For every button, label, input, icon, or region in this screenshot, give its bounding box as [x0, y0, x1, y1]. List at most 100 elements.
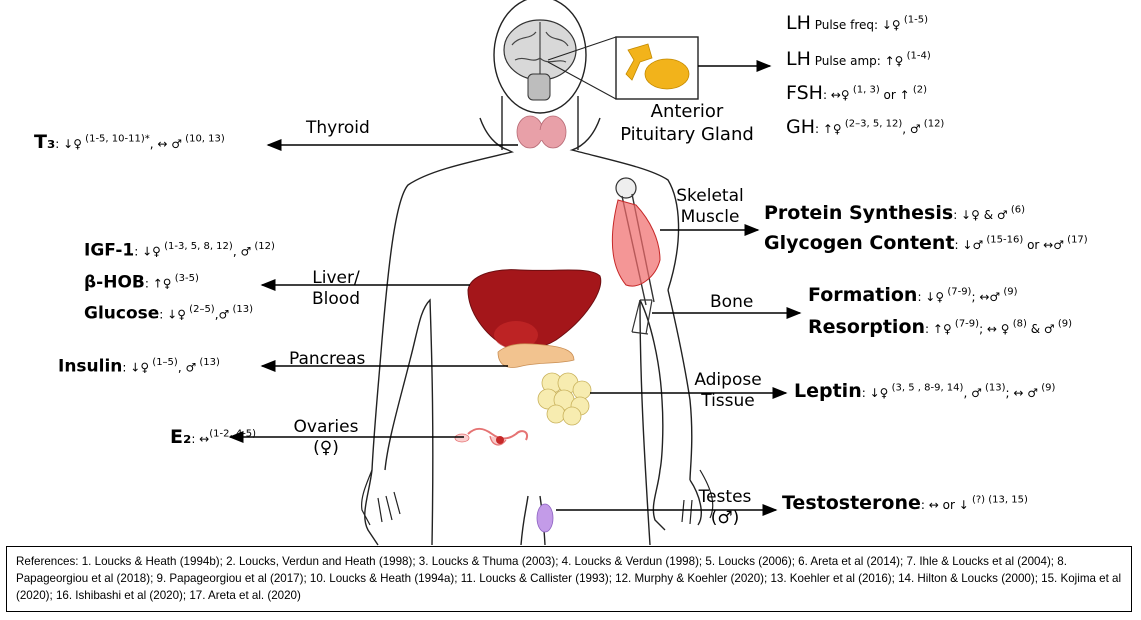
organ-label-pancreas: Pancreas — [289, 349, 365, 370]
hormone-effect: : ↓♀ — [159, 307, 186, 321]
hormone-effect: & ♂ — [1027, 322, 1055, 336]
organ-label-pituitary: Anterior Pituitary Gland — [602, 101, 772, 146]
muscle-icon — [612, 200, 660, 286]
hormone-refs: (9) — [1055, 319, 1072, 330]
hormone-lh-amp: LH Pulse amp: ↑♀ (1-4) — [786, 50, 931, 69]
hormone-effect: ; ↔♂ — [971, 290, 1000, 304]
hormone-refs: (12) — [251, 241, 275, 252]
hormone-bhob: β-HOB: ↑♀ (3-5) — [84, 274, 199, 291]
hormone-refs: (1, 3) — [850, 85, 880, 96]
hormone-effect: : ↑♀ — [815, 122, 842, 136]
hormone-name: LH — [786, 48, 811, 70]
hormone-refs: (13) — [229, 304, 253, 315]
hormone-effect: ,♂ — [215, 307, 230, 321]
references-box: References: 1. Loucks & Heath (1994b); 2… — [6, 546, 1132, 612]
references-text: References: 1. Loucks & Heath (1994b); 2… — [16, 555, 1121, 602]
hormone-effect: : ↓♂ — [955, 238, 984, 252]
hormone-refs: (1-5) — [901, 15, 928, 26]
hormone-effect: : ↔ or ↓ — [921, 498, 969, 512]
organ-label-liver: Liver/ Blood — [306, 268, 366, 311]
hormone-effect: , ♂ — [963, 386, 981, 400]
hormone-effect: ; ↔ ♀ — [979, 322, 1010, 336]
ovaries-icon — [455, 429, 527, 445]
organ-label-testes: Testes (♂) — [690, 487, 760, 530]
hormone-effect: or ↑ — [880, 88, 910, 102]
hormone-refs: (7-9) — [944, 287, 971, 298]
hormone-refs: (17) — [1064, 235, 1088, 246]
hormone-refs: (8) — [1010, 319, 1027, 330]
hormone-name: FSH — [786, 82, 823, 104]
hormone-refs: (7-9) — [952, 319, 979, 330]
hormone-testosterone: Testosterone: ↔ or ↓ (?) (13, 15) — [782, 494, 1028, 513]
pancreas-icon — [498, 344, 574, 368]
hormone-effect: , ♂ — [902, 122, 920, 136]
hormone-refs: (12) — [921, 119, 945, 130]
hormone-refs: (13) — [982, 383, 1006, 394]
hormone-effect: : ↓♀ — [55, 137, 82, 151]
hormone-refs: (1-3, 5, 8, 12) — [161, 241, 233, 252]
hormone-insulin: Insulin: ↓♀ (1–5), ♂ (13) — [58, 358, 220, 375]
hormone-refs: (2–3, 5, 12) — [842, 119, 903, 130]
hormone-effect: : ↑♀ — [145, 276, 172, 290]
hormone-name: Glycogen Content — [764, 232, 955, 254]
hormone-name: β-HOB — [84, 272, 145, 292]
hormone-refs: (6) — [1008, 205, 1025, 216]
hormone-name: Protein Synthesis — [764, 202, 953, 224]
hormone-refs: (1-5, 10-11)* — [82, 134, 150, 145]
hormone-effect: Pulse amp: ↑♀ — [811, 54, 904, 68]
organ-label-bone: Bone — [710, 292, 753, 313]
hormone-refs: (1-4) — [903, 51, 930, 62]
hormone-refs: (9) — [1038, 383, 1055, 394]
hormone-effect: : ↑♀ — [925, 322, 952, 336]
hormone-name: Resorption — [808, 316, 925, 338]
hormone-effect: : ↓♀ — [134, 244, 161, 258]
hormone-name: E₂ — [170, 426, 191, 448]
hormone-refs: (3-5) — [172, 273, 199, 284]
hormone-fsh: FSH: ↔♀ (1, 3) or ↑ (2) — [786, 84, 927, 103]
hormone-name: Leptin — [794, 380, 862, 402]
hormone-refs: (2–5) — [186, 304, 215, 315]
hormone-effect: : ↓♀ — [122, 360, 149, 374]
hormone-formation: Formation: ↓♀ (7-9); ↔♂ (9) — [808, 286, 1017, 305]
hormone-refs: (1-2, 4-5) — [209, 429, 256, 440]
hormone-name: Glucose — [84, 303, 159, 323]
hormone-refs: (15-16) — [983, 235, 1023, 246]
hormone-name: IGF-1 — [84, 240, 134, 260]
hormone-effect: : ↓♀ — [862, 386, 889, 400]
organ-label-ovaries: Ovaries (♀) — [286, 417, 366, 460]
hormone-effect: , ↔ ♂ — [150, 137, 182, 151]
hormone-name: GH — [786, 116, 815, 138]
adipose-icon — [538, 373, 591, 425]
hormone-t3: T₃: ↓♀ (1-5, 10-11)*, ↔ ♂ (10, 13) — [34, 133, 225, 152]
hormone-refs: (2) — [910, 85, 927, 96]
hormone-effect: or ↔♂ — [1023, 238, 1064, 252]
hormone-glycogen-content: Glycogen Content: ↓♂ (15-16) or ↔♂ (17) — [764, 234, 1088, 253]
hormone-name: LH — [786, 12, 811, 34]
hormone-name: Insulin — [58, 356, 122, 376]
hormone-refs: (13) — [196, 357, 220, 368]
hormone-e2: E₂: ↔(1-2, 4-5) — [170, 428, 256, 447]
hormone-refs: (3, 5 , 8-9, 14) — [888, 383, 963, 394]
hormone-name: Testosterone — [782, 492, 921, 514]
hormone-protein-synthesis: Protein Synthesis: ↓♀ & ♂ (6) — [764, 204, 1025, 223]
hormone-leptin: Leptin: ↓♀ (3, 5 , 8-9, 14), ♂ (13); ↔ ♂… — [794, 382, 1055, 401]
thyroid-icon — [517, 116, 566, 148]
organ-label-thyroid: Thyroid — [306, 118, 370, 139]
hormone-refs: (9) — [1000, 287, 1017, 298]
hormone-effect: : ↔ — [191, 432, 209, 446]
testis-icon — [537, 504, 553, 532]
organ-label-adipose: Adipose Tissue — [686, 370, 770, 413]
hormone-glucose: Glucose: ↓♀ (2–5),♂ (13) — [84, 305, 253, 322]
hormone-name: T₃ — [34, 131, 55, 153]
hormone-name: Formation — [808, 284, 917, 306]
hormone-effect: , ♂ — [233, 244, 251, 258]
hormone-igf1: IGF-1: ↓♀ (1-3, 5, 8, 12), ♂ (12) — [84, 242, 275, 259]
hormone-refs: (?) (13, 15) — [969, 495, 1028, 506]
organ-label-skeletal-muscle: Skeletal Muscle — [668, 186, 752, 229]
hormone-effect: , ♂ — [178, 360, 196, 374]
hormone-lh-freq: LH Pulse freq: ↓♀ (1-5) — [786, 14, 928, 33]
hormone-refs: (1–5) — [149, 357, 178, 368]
hormone-effect: ; ↔ ♂ — [1006, 386, 1038, 400]
hormone-effect: : ↓♀ & ♂ — [953, 208, 1007, 222]
hormone-resorption: Resorption: ↑♀ (7-9); ↔ ♀ (8) & ♂ (9) — [808, 318, 1072, 337]
